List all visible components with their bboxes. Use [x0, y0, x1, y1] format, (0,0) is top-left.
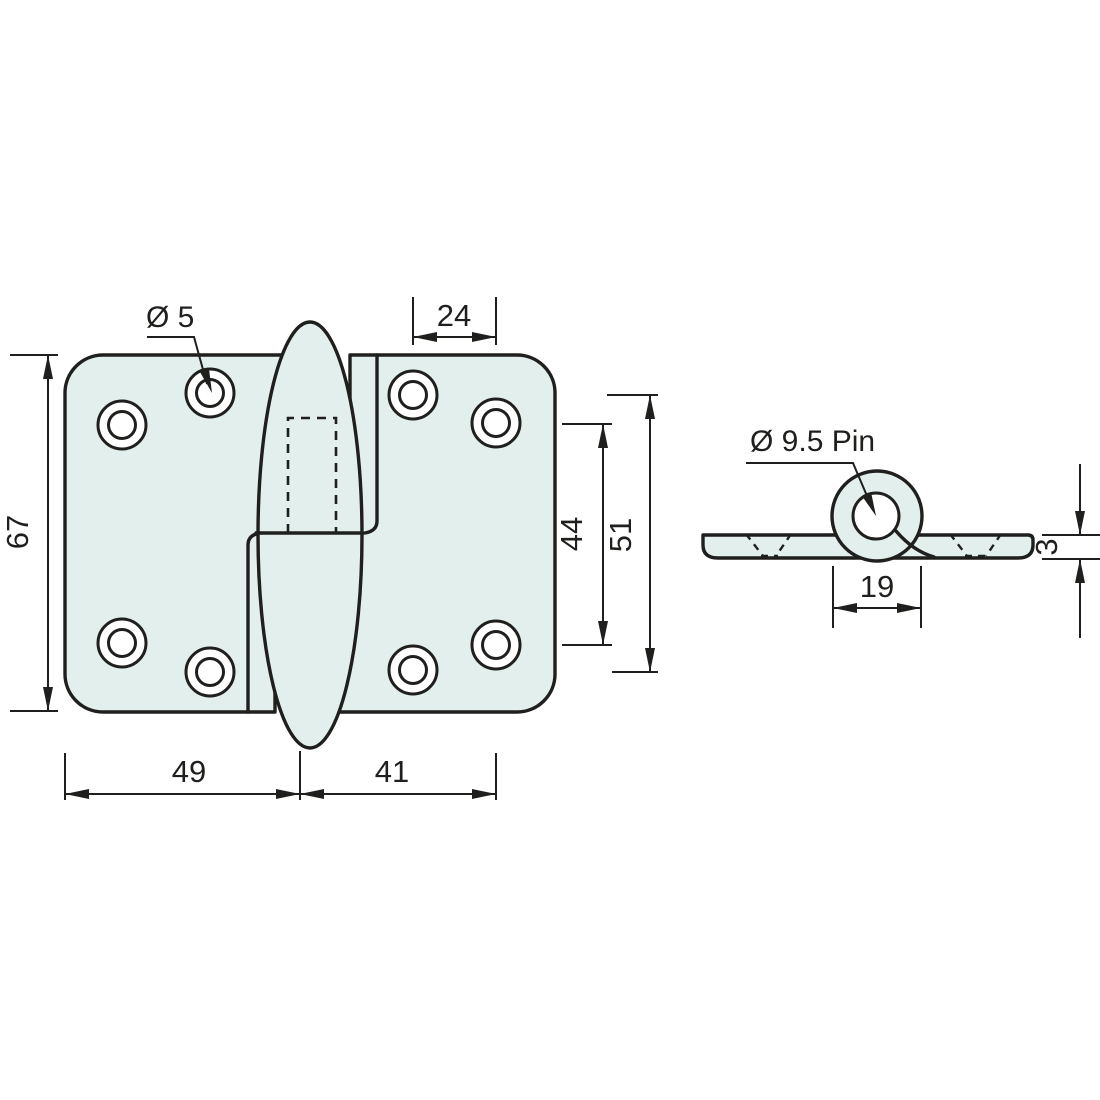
screw-hole [470, 397, 522, 449]
side-view [701, 469, 1035, 563]
dimension-value: 24 [437, 298, 471, 333]
knuckle-curl-edge [894, 529, 936, 559]
arrowhead-down [1075, 511, 1085, 535]
hidden-edge [745, 533, 764, 557]
screw-hole [470, 619, 522, 671]
arrowhead-left [300, 789, 324, 799]
hole-bore [398, 380, 428, 410]
dimension-knuckle-19: 19 [832, 566, 922, 628]
screw-hole [387, 369, 439, 421]
dimension-span-51: 51 [603, 394, 658, 673]
dimension-pin-diameter: Ø 9.5 Pin [746, 425, 876, 516]
dimension-thickness-3: 3 [1029, 464, 1100, 638]
hidden-edge [985, 533, 1002, 557]
arrowhead-down [598, 621, 608, 645]
dimension-height-67: 67 [0, 354, 58, 712]
arrowhead-right [472, 332, 496, 342]
dimension-value: 19 [860, 569, 894, 604]
arrowhead-up [43, 355, 53, 379]
dimension-value: 67 [0, 515, 35, 549]
front-view [63, 320, 557, 750]
arrowhead-down [43, 687, 53, 711]
hidden-edge [775, 533, 792, 557]
screw-hole [96, 617, 148, 669]
screw-hole [387, 644, 439, 696]
arrowhead-up [645, 395, 655, 419]
hole-bore [481, 630, 511, 660]
hole-bore [481, 408, 511, 438]
hole-bore [195, 657, 225, 687]
hole-bore [107, 628, 137, 658]
dimension-top-spacing-24: 24 [412, 297, 497, 345]
hidden-edge [949, 533, 968, 557]
knuckle-front [256, 320, 364, 750]
arrowhead-right [276, 789, 300, 799]
countersink-hidden-right [949, 533, 1002, 558]
leader-line [147, 336, 208, 385]
screw-hole [184, 646, 236, 698]
dimension-value: 49 [172, 754, 206, 789]
arrowhead-up [598, 424, 608, 448]
arrowhead-left [833, 603, 857, 613]
screw-holes-front [96, 367, 522, 698]
leader-line [746, 462, 871, 504]
arrowhead-right [472, 789, 496, 799]
dimension-value: 44 [554, 517, 589, 551]
countersink-hidden-left [745, 533, 792, 558]
screw-hole [96, 399, 148, 451]
dimensions: 67 Ø 5 24 44 [0, 297, 1100, 800]
arrowhead-down [645, 648, 655, 672]
screw-hole [184, 367, 236, 419]
right-plate-cut-edge [363, 353, 379, 535]
arrowhead-right [897, 603, 921, 613]
left-leaf-section [701, 533, 879, 560]
arrowhead-up [1075, 559, 1085, 583]
arrowhead [862, 492, 876, 516]
arrowhead-left [65, 789, 89, 799]
left-plate-cut-edge [246, 531, 262, 714]
hole-bore [398, 655, 428, 685]
dimension-span-44: 44 [554, 423, 612, 646]
dimension-hole-diameter: Ø 5 [146, 301, 212, 393]
arrowhead-left [413, 332, 437, 342]
dimension-value: 51 [603, 518, 638, 552]
dimension-value: Ø 9.5 Pin [750, 425, 875, 458]
dimension-value: Ø 5 [146, 301, 194, 334]
dimension-width-41: 41 [300, 753, 497, 800]
dimension-value: 3 [1029, 538, 1064, 555]
arrowhead [200, 369, 212, 393]
dimension-value: 41 [375, 754, 409, 789]
dimension-width-49: 49 [64, 751, 301, 800]
hole-bore [107, 410, 137, 440]
